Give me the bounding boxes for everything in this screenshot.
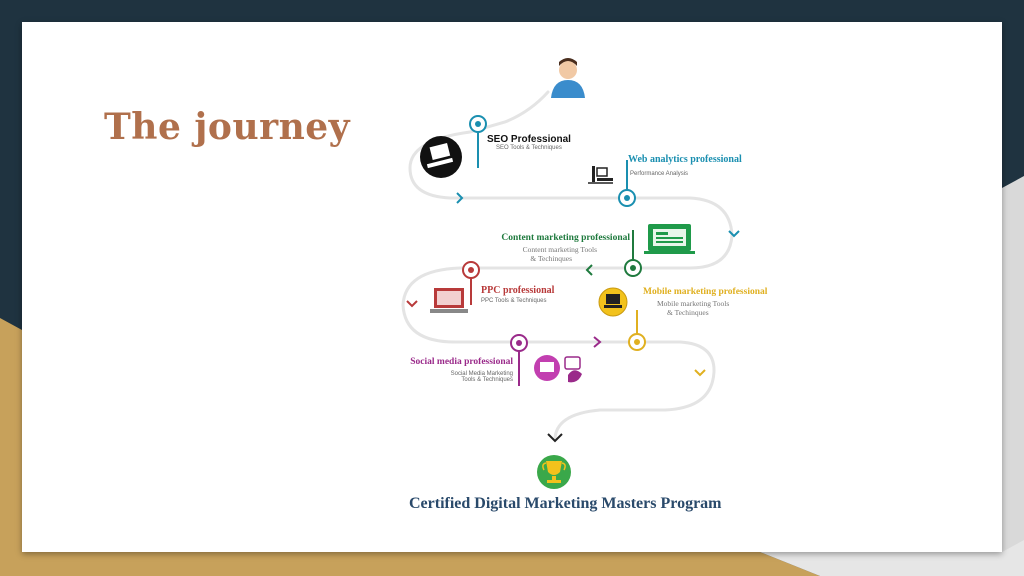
step-detail: & Techinques: [667, 308, 709, 317]
step-detail: & Techinques: [530, 254, 572, 263]
step-detail: Performance Analysis: [630, 171, 689, 177]
step-role: Social media professional: [410, 357, 513, 367]
chevron-right-icon: [456, 192, 464, 204]
gold-band-bottom: [22, 552, 820, 576]
ppc-marker: [462, 261, 480, 305]
social-media-icon: [534, 355, 582, 383]
laptop-icon: [420, 136, 462, 178]
step-seo: SEO Professional SEO Tools & Techniques: [487, 134, 571, 151]
final-program-label: Certified Digital Marketing Masters Prog…: [409, 495, 722, 512]
step-role: PPC professional: [481, 285, 555, 296]
ppc-laptop-icon: [430, 288, 468, 313]
step-detail: Social Media Marketing: [450, 371, 513, 377]
social-marker: [510, 334, 528, 386]
gray-band-bottom: [760, 540, 1024, 576]
seo-marker: [469, 115, 487, 168]
step-ppc: PPC professional PPC Tools & Techniques: [481, 285, 554, 304]
gold-band-left: [0, 318, 22, 576]
content-marker: [624, 230, 642, 277]
step-detail: PPC Tools & Techniques: [481, 298, 547, 304]
slide: [22, 22, 1002, 552]
chevron-down-icon: [547, 433, 563, 443]
web-marker: [618, 160, 636, 207]
chevron-down-icon: [694, 369, 706, 377]
step-role: SEO Professional: [487, 134, 571, 145]
step-web: Web analytics professional Performance A…: [628, 154, 742, 177]
step-mobile: Mobile marketing professional Mobile mar…: [643, 287, 767, 317]
chevron-down-icon: [406, 300, 418, 308]
journey-path: [401, 90, 734, 442]
step-content: Content marketing professional Content m…: [478, 233, 630, 263]
mobile-icon: [598, 287, 628, 317]
gray-band-right: [1002, 176, 1024, 576]
step-role: Web analytics professional: [628, 154, 742, 165]
step-role: Mobile marketing professional: [643, 287, 768, 297]
mobile-marker: [628, 310, 646, 351]
chevron-right-icon: [593, 336, 602, 348]
slide-title: The journey: [104, 106, 351, 148]
step-detail: SEO Tools & Techniques: [496, 145, 562, 151]
chevron-left-icon: [585, 264, 593, 276]
monitor-icon: [644, 224, 695, 254]
person-avatar-icon: [551, 58, 585, 98]
step-role: Content marketing professional: [501, 233, 630, 243]
workstation-icon: [588, 166, 613, 184]
step-detail: Content marketing Tools: [522, 245, 597, 254]
trophy-icon: [537, 455, 571, 489]
chevron-down-icon: [728, 230, 740, 238]
step-detail: Mobile marketing Tools: [657, 299, 730, 308]
step-detail: Tools & Techniques: [461, 377, 513, 383]
step-social: Social media professional Social Media M…: [400, 357, 513, 383]
